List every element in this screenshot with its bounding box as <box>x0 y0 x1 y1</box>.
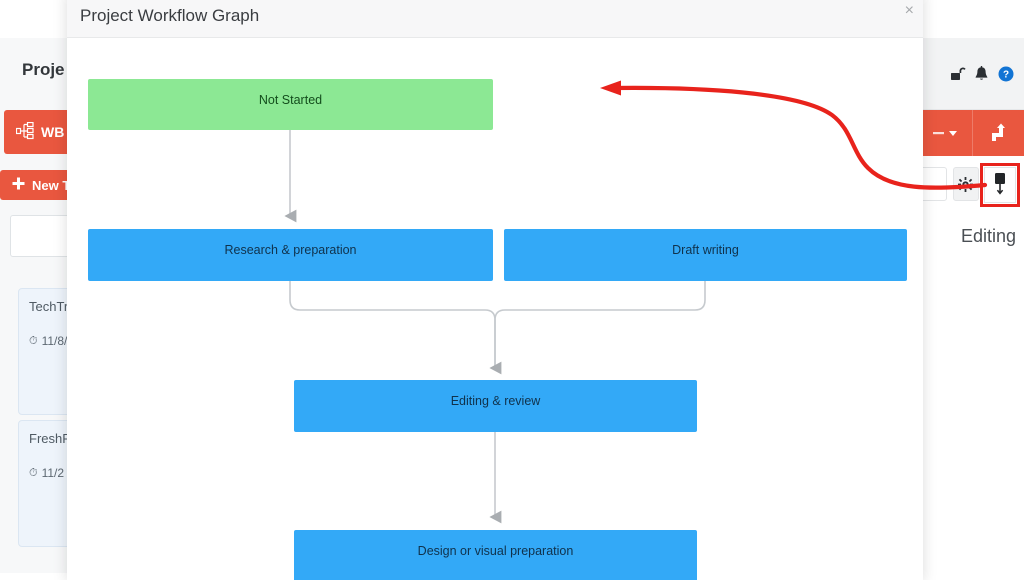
orange-toolbar <box>920 110 1024 156</box>
pin-icon <box>990 171 1010 200</box>
graph-node-label: Design or visual preparation <box>418 544 574 580</box>
close-icon[interactable]: × <box>905 3 914 19</box>
graph-node-editing[interactable]: Editing & review <box>294 380 697 432</box>
graph-node-label: Draft writing <box>672 243 739 281</box>
clock-icon: ⏱ <box>29 335 38 348</box>
modal-body: Not Started Research & preparation Draft… <box>67 38 923 580</box>
project-card-date: 11/8/ <box>42 334 68 348</box>
graph-node-not-started[interactable]: Not Started <box>88 79 493 130</box>
graph-node-label: Research & preparation <box>224 243 356 281</box>
plus-icon <box>12 177 25 193</box>
help-icon[interactable]: ? <box>997 65 1014 82</box>
blank-tool[interactable] <box>920 167 947 201</box>
top-status-bar: ? <box>920 38 1024 110</box>
graph-node-draft[interactable]: Draft writing <box>504 229 907 281</box>
project-card-date: 11/2 <box>42 466 64 480</box>
more-options-dropdown[interactable] <box>920 110 972 156</box>
page-title: Proje <box>22 60 65 80</box>
new-task-button-label: New T <box>32 178 70 193</box>
graph-node-label: Not Started <box>259 93 322 130</box>
gear-icon[interactable] <box>953 167 980 201</box>
graph-node-label: Editing & review <box>451 394 541 432</box>
share-arrow-icon[interactable] <box>972 110 1024 156</box>
pin-button[interactable] <box>984 167 1016 203</box>
editing-status-label: Editing <box>961 226 1016 247</box>
unlock-icon[interactable] <box>949 65 966 82</box>
graph-node-research[interactable]: Research & preparation <box>88 229 493 281</box>
modal-title: Project Workflow Graph <box>80 6 259 26</box>
clock-icon: ⏱ <box>29 467 38 480</box>
bell-icon[interactable] <box>973 65 990 82</box>
modal-header: Project Workflow Graph × <box>67 0 923 38</box>
svg-text:?: ? <box>1002 69 1008 80</box>
wbs-button-label: WB <box>41 124 64 140</box>
workflow-graph-modal: Project Workflow Graph × Not Started Res… <box>67 0 923 580</box>
pin-button-highlight <box>980 163 1020 207</box>
hierarchy-icon <box>16 122 34 143</box>
